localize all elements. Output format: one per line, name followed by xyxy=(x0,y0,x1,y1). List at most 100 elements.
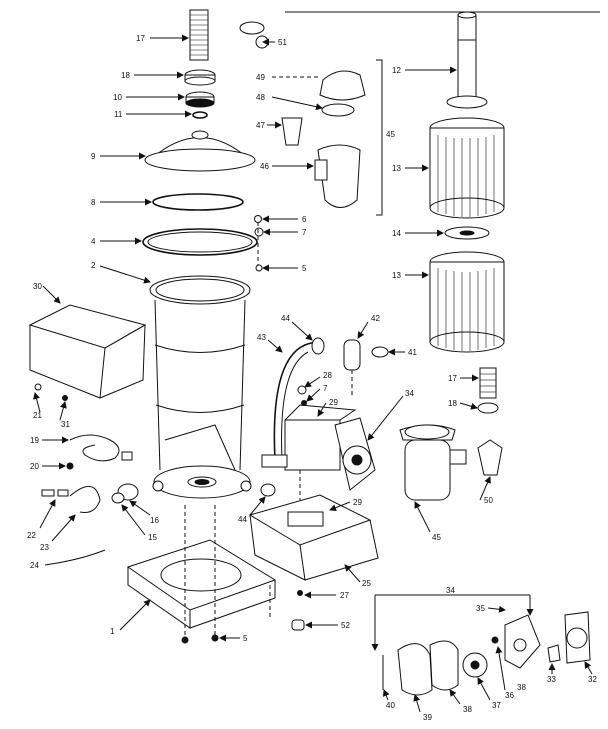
callout-39: 39 xyxy=(423,713,432,722)
part-7-washer xyxy=(254,227,264,237)
part-45-strainer xyxy=(399,424,467,501)
part-51-clip xyxy=(239,21,269,49)
callout-34: 34 xyxy=(446,586,455,595)
callout-46: 46 xyxy=(260,162,269,171)
callout-7: 7 xyxy=(323,384,328,393)
callout-29: 29 xyxy=(329,398,338,407)
part-34-pump xyxy=(261,404,376,491)
part-19-power-cord xyxy=(69,434,133,462)
callout-15: 15 xyxy=(148,533,157,542)
callout-2: 2 xyxy=(91,261,96,270)
callout-49: 49 xyxy=(256,73,265,82)
part-38-gasket xyxy=(429,640,459,691)
callout-45: 45 xyxy=(386,130,395,139)
part-52-foot xyxy=(291,619,305,631)
part-13-cartridge-lower xyxy=(429,251,505,353)
callout-27: 27 xyxy=(340,591,349,600)
callout-16: 16 xyxy=(150,516,159,525)
callout-45: 45 xyxy=(432,533,441,542)
callout-41: 41 xyxy=(408,348,417,357)
part-39-volute xyxy=(397,643,433,696)
callout-47: 47 xyxy=(256,121,265,130)
callout-13: 13 xyxy=(392,164,401,173)
part-20-clip xyxy=(66,462,74,470)
callout-5: 5 xyxy=(302,264,307,273)
part-25-stand xyxy=(248,470,379,581)
part-5-nut xyxy=(255,264,263,272)
callout-36: 36 xyxy=(505,691,514,700)
part-43-hose-inner xyxy=(281,351,309,461)
callout-35: 35 xyxy=(476,604,485,613)
bracket-45 xyxy=(376,59,383,216)
callout-11: 11 xyxy=(114,110,123,119)
callout-6: 6 xyxy=(302,215,307,224)
callout-31: 31 xyxy=(61,420,70,429)
callout-48: 48 xyxy=(256,93,265,102)
callout-28: 28 xyxy=(323,371,332,380)
callout-37: 37 xyxy=(492,701,501,710)
callout-9: 9 xyxy=(91,152,96,161)
callout-labels: 17 18 10 11 9 8 4 2 30 21 31 19 20 22 23… xyxy=(27,34,597,722)
callout-10: 10 xyxy=(113,93,122,102)
part-31-screw xyxy=(62,395,68,401)
part-10-nut xyxy=(185,91,215,108)
part-8-gasket xyxy=(152,193,244,211)
callout-33: 33 xyxy=(547,675,556,684)
callout-22: 22 xyxy=(27,531,36,540)
part-38-nut xyxy=(491,636,499,644)
callout-23: 23 xyxy=(40,543,49,552)
callout-52: 52 xyxy=(341,621,350,630)
part-46-housing xyxy=(314,144,361,208)
part-37-hub xyxy=(470,660,480,670)
leader-lines xyxy=(33,34,593,713)
callout-40: 40 xyxy=(386,701,395,710)
part-47-basket xyxy=(281,117,303,146)
part-2-tank xyxy=(149,275,252,499)
part-1-base xyxy=(126,539,277,629)
part-22-bolts xyxy=(41,489,69,497)
callout-51: 51 xyxy=(278,38,287,47)
callout-44: 44 xyxy=(281,314,290,323)
callout-18: 18 xyxy=(121,71,130,80)
callout-13: 13 xyxy=(392,271,401,280)
part-32-bore xyxy=(566,627,588,649)
part-17-hose-right xyxy=(479,367,497,399)
callout-30: 30 xyxy=(33,282,42,291)
part-30-cover xyxy=(28,304,147,399)
part-17-hose xyxy=(189,9,209,61)
part-23-wire xyxy=(69,486,101,513)
callout-21: 21 xyxy=(33,411,42,420)
part-5-screw xyxy=(181,636,189,644)
callout-38: 38 xyxy=(517,683,526,692)
callout-20: 20 xyxy=(30,462,39,471)
callout-12: 12 xyxy=(392,66,401,75)
part-36-seal xyxy=(513,638,527,652)
part-4-clamp-ring xyxy=(142,228,258,256)
callout-43: 43 xyxy=(257,333,266,342)
part-35-seal-plate xyxy=(504,614,541,669)
callout-17: 17 xyxy=(136,34,145,43)
callout-7: 7 xyxy=(302,228,307,237)
part-28-nut xyxy=(297,385,307,395)
callout-44: 44 xyxy=(238,515,247,524)
part-44-fitting xyxy=(311,337,325,355)
part-49-cap xyxy=(319,70,366,101)
part-42-tube xyxy=(343,339,361,371)
callout-34: 34 xyxy=(405,389,414,398)
callout-29: 29 xyxy=(353,498,362,507)
callout-32: 32 xyxy=(588,675,597,684)
part-21-screw xyxy=(34,383,42,391)
part-50-elbow xyxy=(477,439,503,476)
part-15-plug xyxy=(111,492,125,504)
part-5-screw xyxy=(211,634,219,642)
part-14-spacer xyxy=(444,226,490,240)
part-24-lead xyxy=(44,549,106,566)
callout-38: 38 xyxy=(463,705,472,714)
callout-18: 18 xyxy=(448,399,457,408)
callout-14: 14 xyxy=(392,229,401,238)
part-9-lid xyxy=(144,130,256,172)
callout-19: 19 xyxy=(30,436,39,445)
part-44-fitting xyxy=(260,483,276,497)
part-12-standpipe xyxy=(446,11,488,109)
